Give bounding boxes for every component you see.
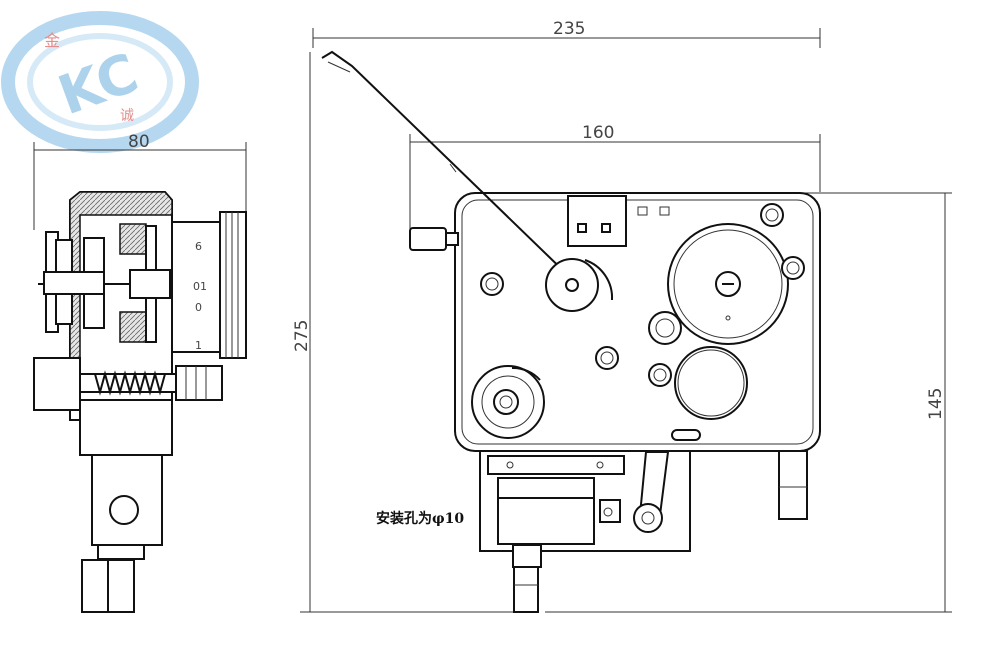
front-view — [321, 50, 821, 613]
scale-label-1: 1 — [195, 339, 202, 352]
dimension-145: 145 — [926, 388, 946, 420]
mounting-hole-note: 安装孔为φ10 — [376, 510, 464, 527]
dimension-235: 235 — [553, 19, 585, 39]
dimension-275: 275 — [292, 320, 312, 352]
side-section-view — [33, 191, 247, 613]
brand-logo: KC 金 诚 — [1, 11, 199, 153]
svg-text:金: 金 — [44, 31, 60, 50]
svg-text:诚: 诚 — [120, 108, 134, 124]
scale-label-6: 6 — [195, 240, 202, 253]
dimension-80: 80 — [128, 132, 150, 152]
dimension-lines — [33, 28, 952, 613]
dimension-160: 160 — [582, 123, 614, 143]
scale-label-0: 0 — [195, 301, 202, 314]
scale-label-01: 01 — [193, 280, 207, 293]
